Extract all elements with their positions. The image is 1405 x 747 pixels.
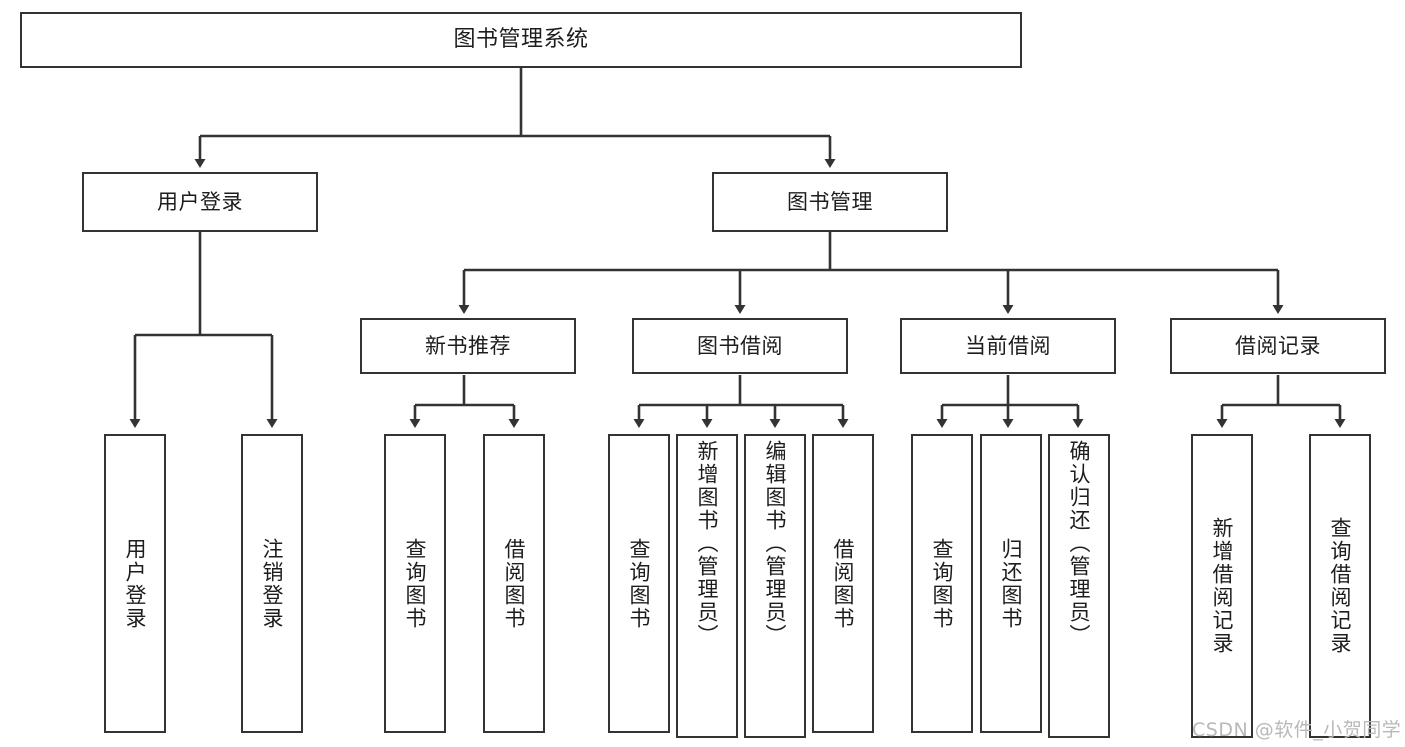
- node-book-management[interactable]: 图书管理: [712, 172, 948, 232]
- node-label: 查询图书: [403, 537, 428, 630]
- node-label: 新增图书（管理员）: [695, 440, 720, 647]
- node-label: 借阅图书: [831, 537, 856, 630]
- node-label: 查询借阅记录: [1328, 517, 1353, 655]
- node-label: 图书管理系统: [453, 27, 589, 53]
- leaf-user-login-signout[interactable]: 注销登录: [241, 434, 303, 733]
- leaf-book-borrow-edit-admin[interactable]: 编辑图书（管理员）: [744, 434, 806, 738]
- leaf-user-login-signin[interactable]: 用户登录: [104, 434, 166, 733]
- node-label: 借阅记录: [1235, 333, 1321, 358]
- node-label: 新书推荐: [425, 333, 511, 358]
- node-root-book-management-system[interactable]: 图书管理系统: [20, 12, 1022, 68]
- leaf-current-borrow-confirm-admin[interactable]: 确认归还（管理员）: [1048, 434, 1110, 738]
- node-label: 确认归还（管理员）: [1067, 440, 1092, 647]
- csdn-watermark: CSDN @软件_小贺同学: [1192, 719, 1402, 741]
- leaf-borrow-record-add[interactable]: 新增借阅记录: [1191, 434, 1253, 738]
- node-current-borrow[interactable]: 当前借阅: [900, 318, 1116, 374]
- node-label: 查询图书: [930, 537, 955, 630]
- leaf-new-book-borrow[interactable]: 借阅图书: [483, 434, 545, 733]
- node-book-borrow[interactable]: 图书借阅: [632, 318, 848, 374]
- node-label: 当前借阅: [965, 333, 1051, 358]
- leaf-current-borrow-return[interactable]: 归还图书: [980, 434, 1042, 733]
- leaf-book-borrow-add-admin[interactable]: 新增图书（管理员）: [676, 434, 738, 738]
- node-label: 编辑图书（管理员）: [763, 440, 788, 647]
- node-label: 查询图书: [627, 537, 652, 630]
- node-label: 图书借阅: [697, 333, 783, 358]
- node-label: 图书管理: [787, 189, 873, 214]
- node-new-book-recommend[interactable]: 新书推荐: [360, 318, 576, 374]
- leaf-borrow-record-query[interactable]: 查询借阅记录: [1309, 434, 1371, 738]
- node-label: 归还图书: [999, 537, 1024, 630]
- node-label: 用户登录: [123, 537, 148, 630]
- node-label: 用户登录: [157, 189, 243, 214]
- leaf-new-book-query[interactable]: 查询图书: [384, 434, 446, 733]
- leaf-current-borrow-query[interactable]: 查询图书: [911, 434, 973, 733]
- node-label: 借阅图书: [502, 537, 527, 630]
- node-label: 新增借阅记录: [1210, 517, 1235, 655]
- node-user-login[interactable]: 用户登录: [82, 172, 318, 232]
- leaf-book-borrow-query[interactable]: 查询图书: [608, 434, 670, 733]
- leaf-book-borrow-borrow[interactable]: 借阅图书: [812, 434, 874, 733]
- node-label: 注销登录: [260, 537, 285, 630]
- node-borrow-record[interactable]: 借阅记录: [1170, 318, 1386, 374]
